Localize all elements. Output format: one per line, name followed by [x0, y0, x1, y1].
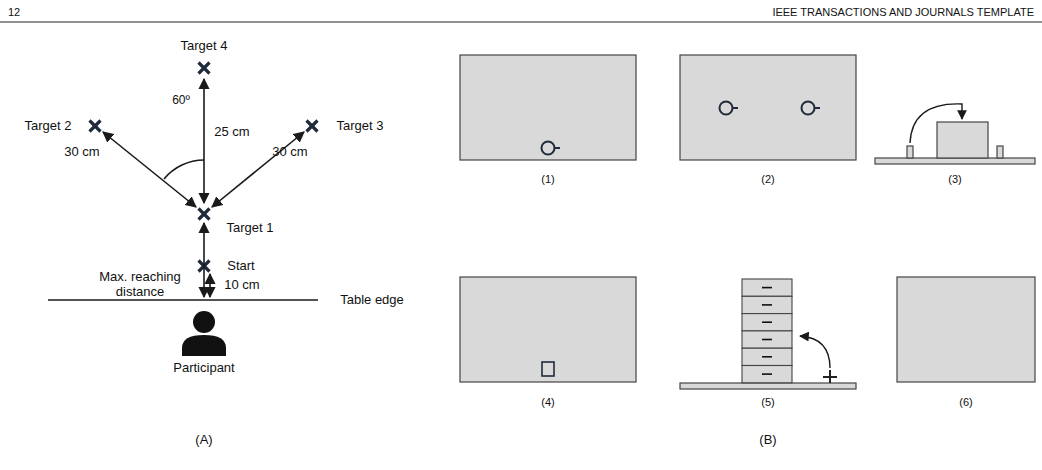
table-edge-label: Table edge	[340, 293, 404, 308]
target-label: Target 4	[181, 39, 228, 54]
cups	[542, 102, 821, 377]
x-mark	[199, 63, 210, 74]
panel-label: (B)	[759, 433, 776, 448]
panel-b-tables	[460, 55, 1035, 389]
peg-and-arrow	[800, 336, 837, 383]
drawer	[742, 331, 792, 348]
drawer-handle	[762, 304, 772, 306]
drawer-handle	[762, 287, 772, 289]
dimension-label: Max. reaching distance	[85, 270, 195, 300]
x-mark	[199, 63, 210, 74]
transfer-arrow	[910, 104, 962, 143]
subpanel-number: (4)	[541, 396, 554, 409]
drawer	[742, 348, 792, 365]
start-label: Start	[227, 259, 254, 274]
x-mark	[199, 209, 210, 220]
drawer-handle	[762, 339, 772, 341]
header-rule	[0, 22, 1042, 23]
x-mark	[90, 121, 101, 132]
x-mark	[199, 209, 210, 220]
participant-label: Participant	[173, 361, 234, 376]
target-label: Target 3	[337, 119, 384, 134]
subpanel-number: (5)	[761, 396, 774, 409]
dimension-label: 30 cm	[64, 145, 99, 160]
panel-label: (A)	[195, 433, 212, 448]
dimension-label: 30 cm	[272, 145, 307, 160]
drawer	[742, 296, 792, 313]
subpanel-number: (2)	[761, 173, 774, 186]
running-header: IEEE TRANSACTIONS AND JOURNALS TEMPLATE	[772, 6, 1034, 19]
x-mark	[307, 121, 318, 132]
drawer-stack	[742, 279, 792, 383]
subpanel-number: (1)	[541, 173, 554, 186]
drawer	[742, 279, 792, 296]
panel-a-arrows	[48, 79, 318, 300]
dimension-label: 25 cm	[214, 125, 249, 140]
target-label: Target 1	[227, 221, 274, 236]
dimension-label: 10 cm	[224, 278, 259, 293]
subpanel-number: (6)	[959, 396, 972, 409]
target-label: Target 2	[25, 119, 72, 134]
page-number: 12	[8, 6, 20, 19]
subpanel-number: (3)	[948, 173, 961, 186]
x-mark	[307, 121, 318, 132]
drawer-handle	[762, 356, 772, 358]
x-mark	[90, 121, 101, 132]
drawer	[742, 314, 792, 331]
participant-icon	[182, 311, 226, 356]
drawer-handle	[762, 373, 772, 375]
drawer-handle	[762, 321, 772, 323]
angle-label: 60º	[172, 94, 190, 108]
drawer	[742, 366, 792, 383]
